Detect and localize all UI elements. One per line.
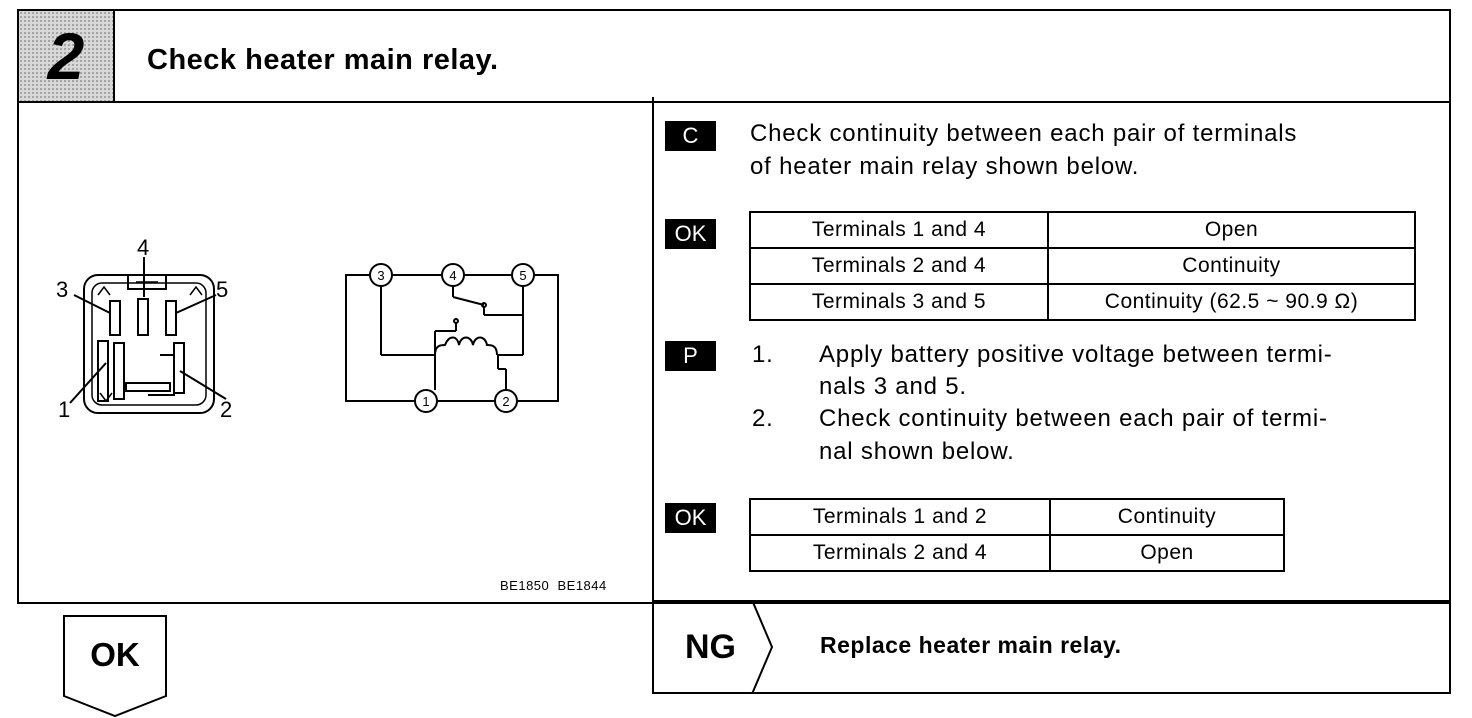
c-badge: C [665, 121, 716, 151]
p-step-2-num: 2. [752, 405, 774, 432]
ok-badge-2: OK [665, 503, 716, 533]
connector-body [83, 274, 215, 414]
ok-arrow-icon [63, 615, 167, 718]
circuit-terminal-4: 4 [449, 268, 456, 283]
table-row: Terminals 2 and 4 Open [749, 534, 1285, 572]
c-instruction-line1: Check continuity between each pair of te… [750, 120, 1298, 147]
pin-label-5: 5 [216, 277, 228, 302]
table-cell: Terminals 1 and 2 [749, 498, 1051, 536]
c-instruction-line2: of heater main relay shown below. [750, 153, 1140, 180]
ng-result-box [652, 600, 1451, 694]
table-cell: Continuity [1049, 498, 1285, 536]
ok-label: OK [90, 636, 140, 673]
figure-codes: BE1850 BE1844 [500, 578, 607, 593]
ng-arrow-icon [751, 600, 774, 694]
step-number-box: 2 [19, 11, 115, 101]
pin-label-1: 1 [58, 397, 70, 422]
p-step-1-line1: Apply battery positive voltage between t… [819, 341, 1333, 368]
table-row: Terminals 1 and 2 Continuity [749, 498, 1285, 536]
step-header-frame [17, 9, 1451, 103]
pin-label-2: 2 [220, 397, 232, 422]
step-title: Check heater main relay. [147, 44, 499, 76]
p-step-2-line2: nal shown below. [819, 438, 1015, 465]
table-cell: Continuity [1047, 247, 1416, 285]
table-cell: Terminals 2 and 4 [749, 247, 1049, 285]
table-row: Terminals 1 and 4 Open [749, 211, 1416, 249]
relay-figure: 4 3 5 1 2 3 4 5 1 2 [56, 235, 559, 422]
table-cell: Open [1049, 534, 1285, 572]
circuit-terminal-1: 1 [422, 394, 429, 409]
table-row: Terminals 2 and 4 Continuity [749, 247, 1416, 285]
table-cell: Terminals 1 and 4 [749, 211, 1049, 249]
table-cell: Terminals 3 and 5 [749, 283, 1049, 321]
table-row: Terminals 3 and 5 Continuity (62.5 ~ 90.… [749, 283, 1416, 321]
pin-label-3: 3 [56, 277, 68, 302]
table-cell: Terminals 2 and 4 [749, 534, 1051, 572]
pin-label-4: 4 [137, 235, 149, 260]
table-cell: Continuity (62.5 ~ 90.9 Ω) [1047, 283, 1416, 321]
circuit-terminal-2: 2 [502, 394, 509, 409]
instruction-panel [652, 97, 1451, 604]
continuity-table-2: Terminals 1 and 2 Continuity Terminals 2… [749, 498, 1285, 572]
circuit-terminal-3: 3 [377, 268, 384, 283]
p-step-1-line2: nals 3 and 5. [819, 373, 967, 400]
p-step-1-num: 1. [752, 341, 774, 368]
ok-result-box: OK [62, 614, 168, 718]
p-step-2-line1: Check continuity between each pair of te… [819, 405, 1328, 432]
table-cell: Open [1047, 211, 1416, 249]
circuit-terminal-5: 5 [519, 268, 526, 283]
ng-label: NG [685, 628, 736, 666]
step-number: 2 [47, 19, 85, 93]
p-badge: P [665, 341, 716, 371]
continuity-table-1: Terminals 1 and 4 Open Terminals 2 and 4… [749, 211, 1416, 321]
ok-badge-1: OK [665, 219, 716, 249]
ng-action-text: Replace heater main relay. [820, 632, 1122, 658]
